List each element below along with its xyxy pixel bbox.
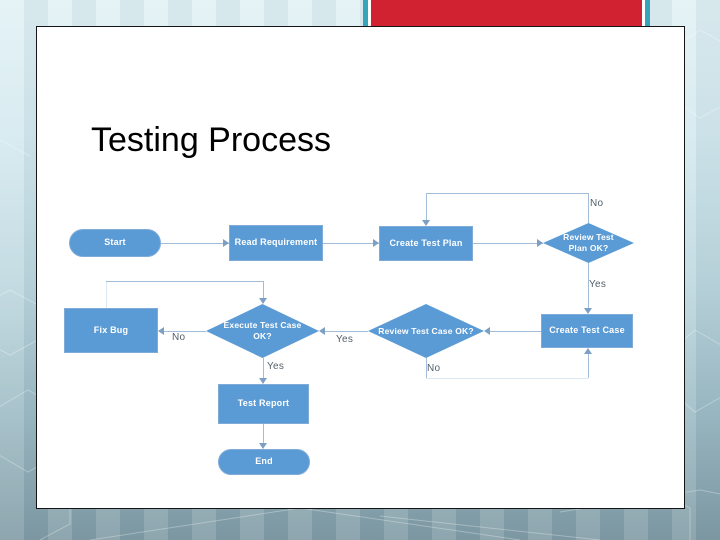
flowchart-node-start: Start	[69, 229, 161, 257]
flowchart-node-execute-test-case: Execute Test Case OK?	[206, 304, 319, 358]
arrowhead	[584, 308, 592, 314]
arrowhead	[158, 327, 164, 335]
flowchart-node-test-report: Test Report	[218, 384, 309, 424]
connector-line	[588, 354, 589, 378]
connector-line	[325, 331, 368, 332]
connector-line	[588, 263, 589, 308]
slide-canvas[interactable]: Testing Process	[36, 26, 685, 509]
arrowhead	[259, 443, 267, 449]
arrowhead	[537, 239, 543, 247]
connector-line	[263, 358, 264, 378]
connector-line	[490, 331, 541, 332]
arrowhead	[373, 239, 379, 247]
slide-title: Testing Process	[91, 121, 331, 159]
flowchart-node-create-test-case: Create Test Case	[541, 314, 633, 348]
flowchart-node-review-test-plan: Review Test Plan OK?	[543, 223, 634, 263]
arrowhead	[319, 327, 325, 335]
connector-line	[426, 193, 588, 194]
arrowhead	[259, 298, 267, 304]
flowchart-node-read-requirement: Read Requirement	[229, 225, 323, 261]
flowchart: Start Read Requirement Create Test Plan …	[37, 27, 684, 508]
node-label: Execute Test Case OK?	[223, 320, 302, 341]
edge-label-review-plan-yes: Yes	[589, 279, 607, 290]
edge-label-review-plan-no: No	[590, 198, 604, 209]
node-label: Review Test Plan OK?	[563, 232, 614, 253]
arrowhead	[223, 239, 229, 247]
flowchart-node-fix-bug: Fix Bug	[64, 308, 158, 353]
connector-line	[426, 193, 427, 220]
node-label: Review Test Case OK?	[378, 325, 474, 336]
connector-line	[473, 243, 543, 244]
edge-label-review-case-yes: Yes	[336, 334, 354, 345]
connector-line	[323, 243, 379, 244]
edge-label-review-case-no: No	[427, 363, 441, 374]
connector-line	[426, 358, 427, 378]
node-label: Create Test Case	[549, 325, 625, 336]
connector-line	[263, 281, 264, 298]
arrowhead	[422, 220, 430, 226]
flowchart-node-review-test-case: Review Test Case OK?	[368, 304, 484, 358]
flowchart-node-end: End	[218, 449, 310, 475]
node-label: End	[255, 456, 273, 467]
flowchart-node-create-test-plan: Create Test Plan	[379, 226, 473, 261]
arrowhead	[259, 378, 267, 384]
node-label: Create Test Plan	[389, 237, 463, 248]
edge-label-execute-yes: Yes	[267, 361, 285, 372]
connector-line	[161, 243, 229, 244]
arrowhead	[584, 348, 592, 354]
node-label: Read Requirement	[234, 237, 318, 248]
edge-label-execute-no: No	[172, 332, 186, 343]
connector-line	[426, 378, 588, 379]
arrowhead	[484, 327, 490, 335]
node-label: Fix Bug	[93, 324, 129, 335]
connector-line	[164, 331, 206, 332]
node-label: Start	[104, 237, 126, 248]
connector-line	[263, 424, 264, 443]
connector-line	[106, 281, 107, 308]
connector-line	[106, 281, 263, 282]
node-label: Test Report	[237, 398, 290, 409]
connector-line	[588, 193, 589, 223]
